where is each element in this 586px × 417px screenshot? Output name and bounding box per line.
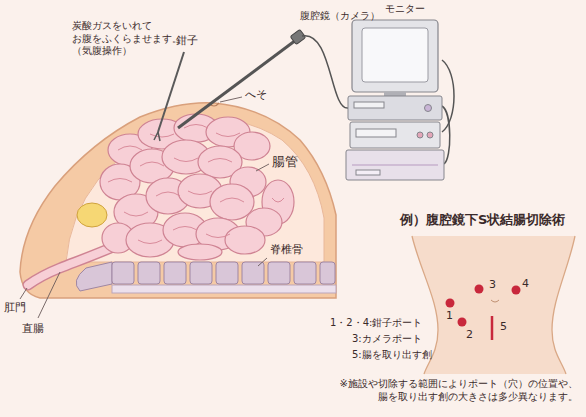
rectum (28, 244, 120, 285)
callout-number: 4 (522, 277, 529, 291)
part-label: 脊椎骨 (270, 243, 303, 257)
intestines (210, 184, 254, 220)
intestines (156, 192, 180, 196)
intestines (140, 162, 164, 166)
cable (302, 36, 348, 108)
leader-line (20, 97, 269, 318)
leader-line (220, 97, 242, 102)
device-label: 腹腔鏡（カメラ） (300, 10, 380, 23)
part-label: 肛門 (4, 301, 26, 315)
body-side-view (20, 103, 336, 298)
monitor (352, 20, 438, 92)
intestines (208, 159, 232, 163)
intestines (138, 240, 162, 244)
callout-number: 1 (446, 309, 453, 323)
forceps (158, 52, 184, 132)
torso-front-view (491, 300, 499, 302)
intestines (174, 158, 198, 162)
equipment-stack (354, 102, 384, 108)
intestines (225, 226, 265, 254)
leader-line (258, 258, 267, 266)
leader-line (20, 288, 27, 299)
equipment-stack (417, 132, 423, 138)
key-text: 5:腸を取り出す創 (352, 349, 432, 362)
intestines (178, 244, 222, 260)
part-label: へそ (245, 88, 267, 102)
equipment-stack (350, 122, 440, 148)
section-heading: 例）腹腔鏡下S状結腸切除術 (400, 212, 565, 228)
intestines (272, 198, 284, 202)
note-text: ※施設や切除する範囲によりポート（穴）の位置や、 腸を取り出す創の大きさは多少異… (326, 378, 578, 403)
device-label: モニター (385, 3, 425, 16)
monitor (362, 28, 428, 82)
equipment-stack (425, 105, 432, 112)
intestines (220, 198, 244, 202)
port-mark (512, 286, 521, 295)
intestines (206, 234, 230, 238)
spine (216, 262, 238, 284)
equipment-stack (352, 165, 438, 166)
intestines (184, 125, 208, 129)
rectum (28, 244, 120, 285)
spine (112, 262, 134, 284)
callout-number: 3 (489, 278, 496, 292)
intestines (118, 146, 142, 150)
torso-front-view (412, 236, 575, 374)
equipment-stack (346, 96, 444, 180)
leader-line (38, 272, 60, 318)
abdominal-cavity (66, 119, 324, 262)
spine (76, 262, 336, 293)
part-label: 腸管 (272, 154, 298, 170)
part-label: 直腸 (22, 322, 44, 336)
port-mark (446, 299, 455, 308)
laparoscope (290, 29, 306, 44)
intestines (108, 179, 132, 183)
spine (112, 285, 336, 293)
torso-front-view (412, 236, 575, 374)
spine (76, 262, 112, 291)
callout-number: 2 (466, 328, 473, 342)
port-mark (446, 285, 521, 341)
spine (242, 262, 264, 284)
spine (320, 262, 335, 284)
spine (268, 262, 290, 284)
spine (294, 262, 316, 284)
spine (164, 262, 186, 284)
key-text: 1・2・4:鉗子ポート (330, 317, 422, 330)
rectum (28, 244, 120, 285)
key-text: 3:カメラポート (352, 333, 422, 346)
leader-line (256, 164, 269, 171)
skin (20, 103, 336, 298)
laparoscope (178, 40, 296, 128)
torso-front-view (412, 236, 575, 374)
equipment-stack (427, 132, 433, 138)
equipment-stack (348, 96, 442, 120)
equipment-stack (356, 170, 380, 175)
monitor (384, 92, 406, 96)
spine (138, 262, 160, 284)
forceps (154, 132, 160, 141)
intestines (124, 212, 148, 216)
monitor (352, 20, 438, 96)
intestines (108, 125, 284, 244)
port-mark (491, 316, 494, 340)
equipment-stack (346, 150, 444, 180)
equipment-stack (356, 129, 396, 137)
intestines (173, 227, 197, 231)
callout-number: 5 (500, 320, 507, 334)
port-mark (458, 318, 467, 327)
intestines (100, 114, 294, 260)
spine (190, 262, 212, 284)
bladder (77, 203, 107, 227)
intestines (188, 191, 212, 195)
intestines (150, 134, 174, 137)
note-text: 炭酸ガスをいれて お腹をふくらませます。 （気腹操作） (72, 20, 194, 58)
intestines (216, 133, 240, 137)
port-mark (475, 285, 484, 294)
